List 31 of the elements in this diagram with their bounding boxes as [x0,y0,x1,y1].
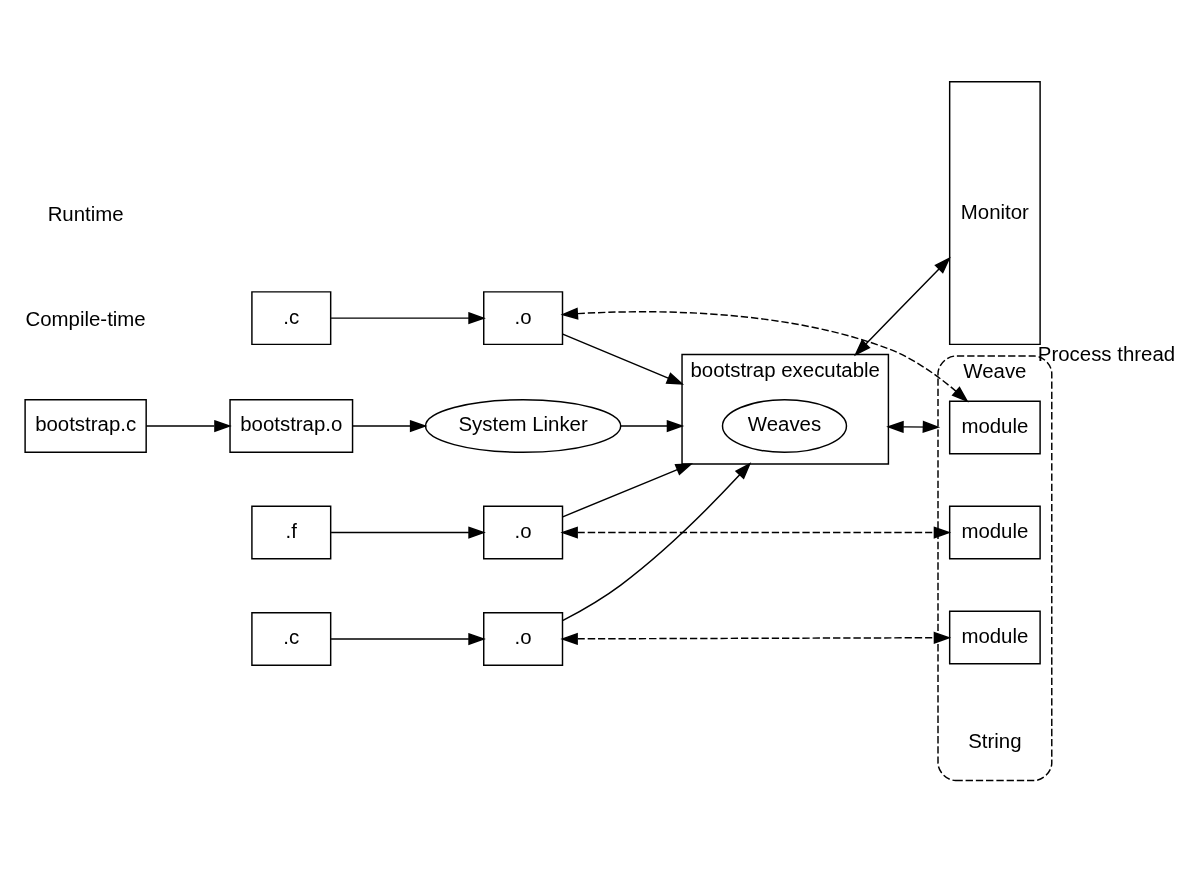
arrow [854,256,951,356]
arrow [145,419,232,432]
node-box: bootstrap.c [24,398,147,453]
arrow [886,420,941,433]
arrow [562,332,685,385]
node-box: Monitor [948,80,1041,345]
arrow [620,419,685,432]
arrow [562,462,694,518]
arrow [561,461,752,621]
arrow [352,419,428,432]
node-label: String [968,729,1022,752]
arrow [560,525,952,539]
arrow [330,311,486,324]
node-ellipse: System Linker [424,398,622,453]
node-box: .o [483,290,564,345]
arrow [330,632,486,645]
node-box: bootstrap.o [229,398,354,453]
node-box: .f [251,505,332,559]
node-box: module [948,610,1041,665]
node-box: .o [483,611,564,666]
node-box: .c [251,611,332,666]
node-box: module [948,400,1041,454]
arrow [560,307,969,402]
label: Compile-time [25,307,146,330]
arrow [330,525,486,539]
node-box: .c [251,290,332,345]
label: Runtime [47,202,124,225]
node-box: .o [483,505,564,559]
arrow [560,631,952,645]
node-ellipse: Weaves [721,398,848,453]
node-box: module [948,505,1041,559]
